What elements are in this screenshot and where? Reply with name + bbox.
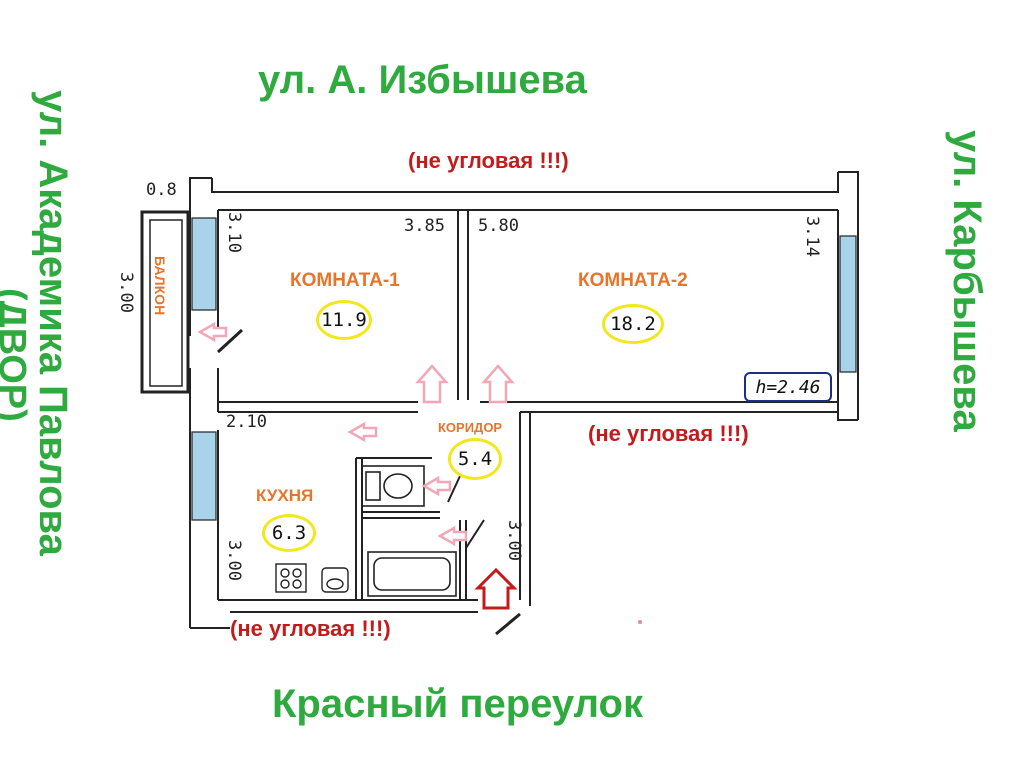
note-bottom: (не угловая !!!) xyxy=(230,616,391,641)
dim-kitchen-left: 3.00 xyxy=(224,540,244,581)
entrance-arrow-icon xyxy=(474,567,518,610)
room1-label: КОМНАТА-1 xyxy=(290,270,400,291)
room2-area: 18.2 xyxy=(602,304,664,344)
bathtub-icon xyxy=(367,551,457,597)
window-group xyxy=(191,217,857,521)
street-right: ул. Карбышева xyxy=(945,130,989,432)
balcony-label: БАЛКОН xyxy=(152,256,168,316)
sink-icon xyxy=(321,567,349,593)
street-top: ул. А. Избышева xyxy=(258,58,587,102)
corridor-area: 5.4 xyxy=(448,438,502,480)
dim-balcony-length: 3.00 xyxy=(116,272,136,313)
arrow-to-balcony-icon xyxy=(197,321,228,343)
arrow-to-kitchen-icon xyxy=(347,421,378,443)
dim-corridor-right: 3.00 xyxy=(504,520,524,561)
room1-area: 11.9 xyxy=(316,300,372,340)
street-left: ул. Академика Павлова xyxy=(31,90,75,556)
ceiling-height: h=2.46 xyxy=(744,372,832,402)
arrow-to-toilet-icon xyxy=(421,475,452,497)
dim-room1-width: 3.85 xyxy=(404,216,445,236)
kitchen-area: 6.3 xyxy=(262,514,316,552)
toilet-icon xyxy=(361,465,425,507)
kitchen-label: КУХНЯ xyxy=(256,486,314,505)
arrow-to-room1-icon xyxy=(415,364,449,404)
street-bottom: Красный переулок xyxy=(272,682,643,726)
dim-room2-width: 5.80 xyxy=(478,216,519,236)
stove-icon xyxy=(275,563,307,593)
dim-room2-right: 3.14 xyxy=(802,216,822,257)
note-top: (не угловая !!!) xyxy=(408,148,569,173)
corridor-label: КОРИДОР xyxy=(438,420,503,435)
dim-room1-left: 3.10 xyxy=(224,212,244,253)
dim-kitchen-width: 2.10 xyxy=(226,412,267,432)
arrow-to-bathroom-icon xyxy=(437,525,468,547)
note-right: (не угловая !!!) xyxy=(588,421,749,446)
arrow-to-room2-icon xyxy=(481,364,515,404)
room2-label: КОМНАТА-2 xyxy=(578,270,688,291)
street-left-yard: (ДВОР) xyxy=(0,288,33,422)
dim-balcony-depth: 0.8 xyxy=(146,180,177,200)
